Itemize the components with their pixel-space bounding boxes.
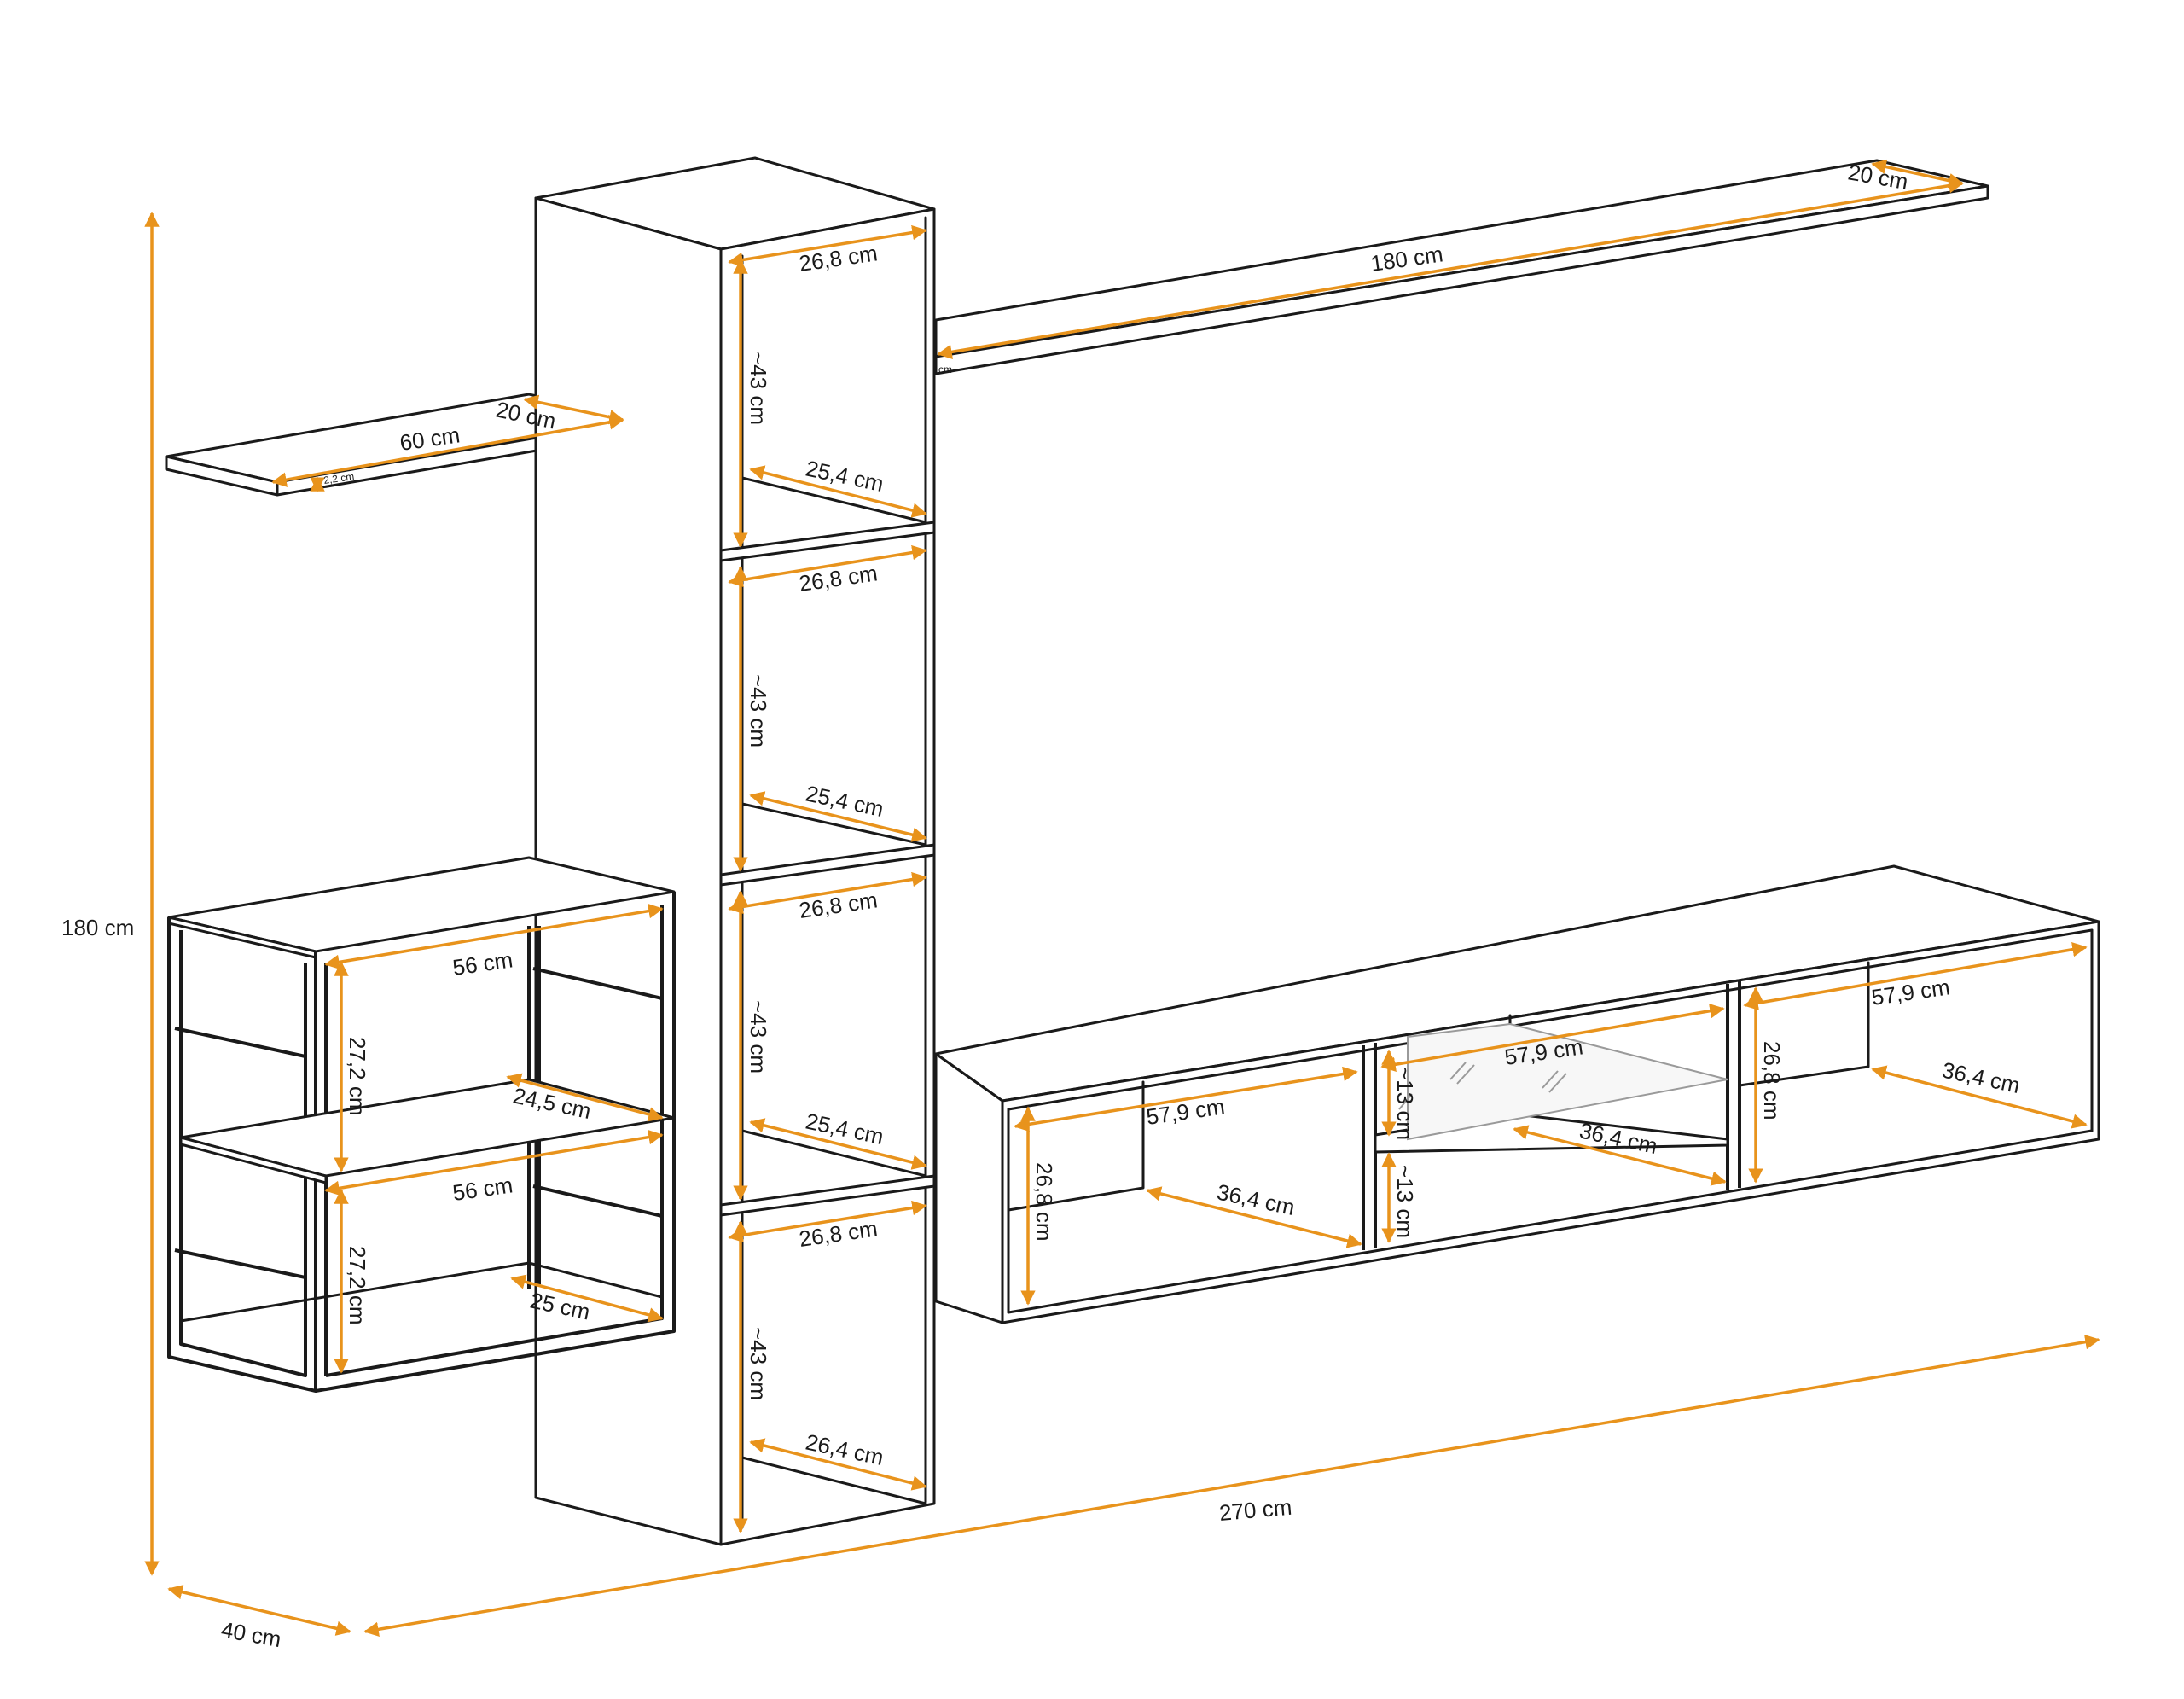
label-cube-width-top: 56 cm [451,946,514,980]
label-tv-half-height-2: ~13 cm [1392,1165,1418,1238]
label-total-height: 180 cm [61,915,134,940]
label-cube-height-top: 27,2 cm [345,1037,370,1116]
label-short-shelf-thickness: 2,2 cm [322,470,355,486]
label-tower-height-3: ~43 cm [746,1000,771,1074]
dimension-lines [144,159,2100,1638]
dimension-labels: 180 cm 40 cm 270 cm 180 cm 20 cm cm 60 c… [61,159,2022,1652]
label-total-width: 270 cm [1218,1494,1293,1526]
label-tv-half-height-1: ~13 cm [1392,1067,1418,1140]
label-tower-height-4: ~43 cm [746,1327,771,1400]
tv-stand [934,864,2100,1324]
label-tower-height-1: ~43 cm [746,352,771,425]
label-cube-width-bottom: 56 cm [451,1172,514,1206]
label-tv-height-1: 26,8 cm [1031,1162,1057,1242]
label-cube-height-bottom: 27,2 cm [345,1246,370,1325]
label-tv-height-2: 26,8 cm [1759,1041,1785,1120]
label-long-shelf-thickness: cm [938,364,952,375]
label-tower-height-2: ~43 cm [746,674,771,748]
label-total-depth: 40 cm [219,1616,283,1652]
